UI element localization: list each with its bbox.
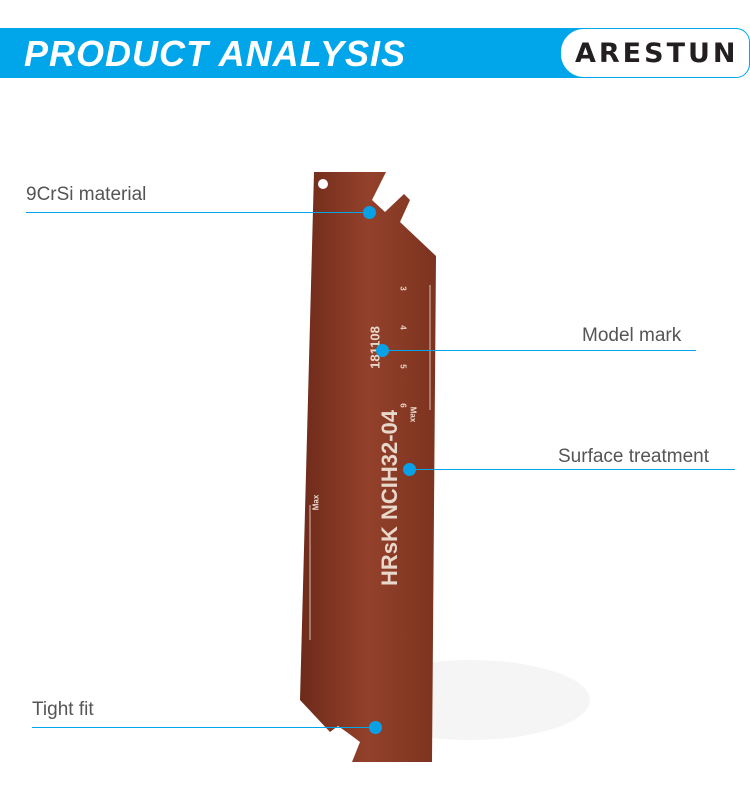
callout-fit-line — [32, 727, 376, 728]
callout-fit-label: Tight fit — [32, 699, 94, 720]
tick-5: 5 — [398, 364, 408, 369]
blade-hole — [318, 179, 328, 189]
scale-max-left: Max — [311, 494, 321, 511]
blade-model-text: HRsK NCIH32-04 — [377, 409, 402, 587]
callout-fit-dot — [369, 721, 382, 734]
callout-surface-dot — [403, 463, 416, 476]
tick-6: 6 — [398, 403, 408, 408]
ruler-lines — [309, 285, 431, 640]
header-banner: PRODUCT ANALYSIS ARESTUN — [0, 28, 750, 78]
page-title: PRODUCT ANALYSIS — [24, 33, 407, 74]
callout-material-line — [26, 212, 370, 213]
parting-blade — [300, 172, 436, 762]
tick-4: 4 — [398, 325, 408, 330]
callout-surface-label: Surface treatment — [558, 446, 710, 467]
tick-3: 3 — [398, 286, 408, 291]
callout-model-label: Model mark — [582, 325, 682, 346]
callout-material-label: 9CrSi material — [26, 184, 147, 205]
scale-max-right: Max — [408, 406, 418, 423]
callout-surface-line — [410, 469, 735, 470]
brand-logo-box: ARESTUN — [560, 28, 750, 78]
banner-bar — [0, 28, 600, 78]
callout-model-dot — [376, 344, 389, 357]
callout-material-dot — [363, 206, 376, 219]
brand-logo: ARESTUN — [575, 38, 739, 69]
callout-model-line — [384, 350, 696, 351]
